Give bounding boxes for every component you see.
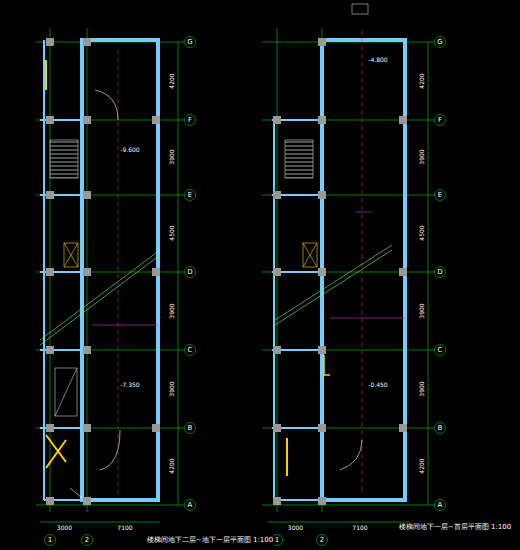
plan-label: A — [187, 502, 194, 509]
dimension-text: 3900 — [169, 302, 175, 319]
plan-label: 7100 — [351, 525, 368, 531]
dimension-text: 3900 — [419, 380, 425, 397]
dimension-text: 3900 — [169, 148, 175, 165]
dimension-text: 3900 — [419, 302, 425, 319]
dimension-text: 3900 — [169, 380, 175, 397]
plan-label: C — [437, 347, 444, 354]
plan-label: G — [436, 39, 443, 46]
plan-label: 3000 — [287, 525, 304, 531]
plan-label: 7100 — [116, 525, 133, 531]
plan-label: -7.350 — [119, 382, 140, 388]
dimension-text: 3900 — [419, 148, 425, 165]
plan-label: 1 — [47, 537, 53, 544]
plan-label: B — [437, 425, 444, 432]
plan-label: -0.450 — [367, 382, 388, 388]
plan-label: 楼梯间地下二层~地下一层平面图 1:100 — [146, 537, 274, 544]
dimension-text: 4200 — [169, 72, 175, 89]
dimension-text: 4200 — [419, 457, 425, 474]
dimension-text: 4500 — [169, 224, 175, 241]
plan-label: A — [437, 502, 444, 509]
plan-label: E — [437, 192, 443, 199]
plan-label: -9.600 — [119, 147, 140, 153]
plan-label: C — [187, 347, 194, 354]
dimension-text: 4500 — [419, 224, 425, 241]
plan-label: B — [187, 425, 194, 432]
plan-label: F — [437, 117, 443, 124]
plan-label: 3000 — [56, 525, 73, 531]
dimension-text: 4200 — [419, 72, 425, 89]
plan-label: 1 — [274, 537, 280, 544]
plan-label: -4.800 — [367, 57, 388, 63]
plan-label: D — [436, 269, 443, 276]
plan-label: 2 — [84, 537, 90, 544]
dimension-text: 4200 — [169, 457, 175, 474]
plan-label: G — [186, 39, 193, 46]
plan-label: F — [187, 117, 193, 124]
plan-label: 楼梯间地下一层~首层平面图 1:100 — [398, 524, 512, 531]
plan-label: D — [186, 269, 193, 276]
plan-label: 2 — [319, 537, 325, 544]
plan-label: E — [187, 192, 193, 199]
